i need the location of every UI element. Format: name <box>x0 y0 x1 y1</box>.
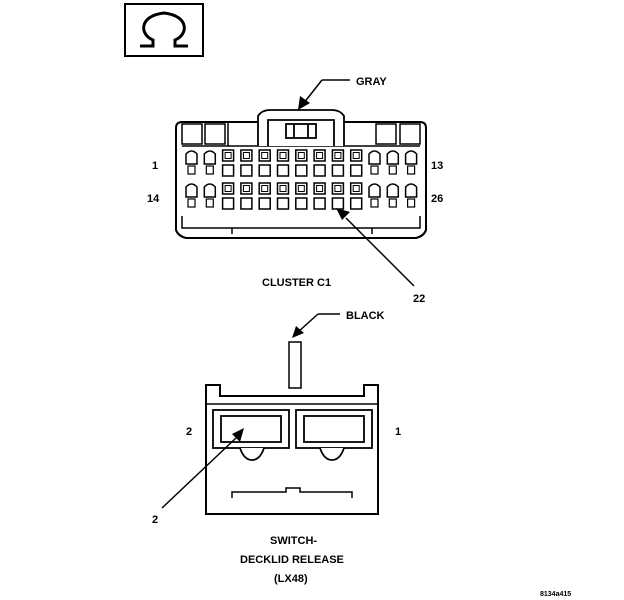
switch-name-line1: SWITCH- <box>270 535 317 547</box>
switch-pin-2-label: 2 <box>186 426 192 438</box>
c1-cavity-row2-12 <box>386 183 400 198</box>
c1-cavity-row2-1 <box>185 183 198 198</box>
c1-cavity-inner-row1-10 <box>352 152 360 159</box>
c1-cavity-lower-row1-2 <box>205 165 214 175</box>
c1-cavity-inner-row2-10 <box>352 185 360 192</box>
c1-callout-pin-label: 22 <box>413 293 425 305</box>
c1-cavity-inner-row2-6 <box>279 185 287 192</box>
c1-body <box>175 121 427 239</box>
switch-name-line2: DECKLID RELEASE <box>240 554 344 566</box>
c1-cavity-inner-row1-9 <box>334 152 342 159</box>
c1-cavity-inner-row1-8 <box>316 152 324 159</box>
c1-callout-leader <box>345 217 415 287</box>
c1-cavity-lower-row2-2 <box>205 198 214 208</box>
c1-connector-name: CLUSTER C1 <box>262 277 331 289</box>
c1-callout-arrow <box>336 208 350 220</box>
c1-cavity-lower-row2-6 <box>276 197 290 210</box>
figure-id: 8134a415 <box>540 591 571 598</box>
c1-cavity-row1-11 <box>368 150 381 165</box>
c1-cavity-lower-row1-7 <box>295 164 308 177</box>
c1-cavity-inner-row2-8 <box>316 185 324 192</box>
c1-cavity-inner-row2-9 <box>334 185 342 192</box>
switch-bottom-rail <box>231 487 353 498</box>
c1-cavity-row1-13 <box>404 150 418 165</box>
c1-pin-13-label: 13 <box>431 160 443 172</box>
c1-cavity-lower-row1-5 <box>258 164 271 177</box>
c1-bottom-rail <box>181 216 421 229</box>
switch-callout-pin-label: 2 <box>152 514 158 526</box>
c1-cavity-lower-row1-3 <box>221 164 235 177</box>
c1-cavity-lower-row2-8 <box>313 197 326 210</box>
c1-cavity-lower-row2-12 <box>388 198 397 208</box>
c1-cavity-lower-row1-11 <box>370 165 379 175</box>
c1-cavities <box>185 149 418 210</box>
c1-cavity-row2-2 <box>203 183 217 198</box>
omega-icon <box>140 11 188 48</box>
c1-cavity-inner-row1-7 <box>297 152 305 159</box>
c1-cavity-lower-row1-12 <box>388 165 397 175</box>
c1-cavity-inner-row1-3 <box>224 152 232 159</box>
switch-callout-leader <box>161 437 237 509</box>
c1-cavity-lower-row1-6 <box>276 164 290 177</box>
c1-color-label: GRAY <box>356 76 387 88</box>
c1-cavity-lower-row1-8 <box>313 164 326 177</box>
cluster-c1-connector: GRAY 1 13 14 26 22 CLUSTER C1 <box>147 76 443 305</box>
switch-cavity-2 <box>212 409 290 461</box>
switch-name-line3: (LX48) <box>274 573 308 585</box>
switch-callout-arrow <box>232 428 244 442</box>
c1-cavity-lower-row2-1 <box>187 198 196 208</box>
c1-latch <box>257 109 345 146</box>
switch-pin-1-label: 1 <box>395 426 401 438</box>
c1-cavity-lower-row2-10 <box>349 197 363 210</box>
c1-cavity-lower-row1-1 <box>187 165 196 175</box>
c1-cavity-lower-row2-4 <box>240 197 253 210</box>
c1-cavity-inner-row1-6 <box>279 152 287 159</box>
switch-wire <box>288 341 302 389</box>
c1-cavity-lower-row2-13 <box>407 198 416 208</box>
c1-cavity-lower-row2-5 <box>258 197 271 210</box>
c1-cavity-lower-row2-11 <box>370 198 379 208</box>
switch-color-label: BLACK <box>346 310 385 322</box>
c1-cavity-row2-11 <box>368 183 381 198</box>
c1-pin-1-label: 1 <box>152 160 158 172</box>
c1-cavity-lower-row1-9 <box>331 164 345 177</box>
c1-cavity-inner-row1-4 <box>242 152 250 159</box>
c1-cavity-lower-row1-13 <box>407 165 416 175</box>
c1-cavity-lower-row2-9 <box>331 197 345 210</box>
c1-cavity-inner-row2-3 <box>224 185 232 192</box>
c1-cavity-inner-row2-5 <box>261 185 269 192</box>
c1-cavity-row1-2 <box>203 150 217 165</box>
c1-cavity-lower-row2-7 <box>295 197 308 210</box>
c1-cavity-inner-row2-4 <box>242 185 250 192</box>
c1-cavity-lower-row1-10 <box>349 164 363 177</box>
switch-cavity-1 <box>295 409 373 461</box>
c1-cavity-row1-1 <box>185 150 198 165</box>
black-callout-arrow <box>292 326 304 338</box>
omega-symbol <box>124 3 204 57</box>
c1-cavity-row1-12 <box>386 150 400 165</box>
c1-cavity-inner-row2-7 <box>297 185 305 192</box>
gray-callout-arrow <box>298 96 310 110</box>
c1-cavity-row2-13 <box>404 183 418 198</box>
decklid-switch-connector: BLACK 2 1 2 SWITCH- DECKLID RELEASE (LX4… <box>152 310 401 585</box>
c1-cavity-lower-row1-4 <box>240 164 253 177</box>
c1-pin-14-label: 14 <box>147 193 160 205</box>
c1-cavity-inner-row1-5 <box>261 152 269 159</box>
c1-pin-26-label: 26 <box>431 193 443 205</box>
c1-cavity-lower-row2-3 <box>221 197 235 210</box>
